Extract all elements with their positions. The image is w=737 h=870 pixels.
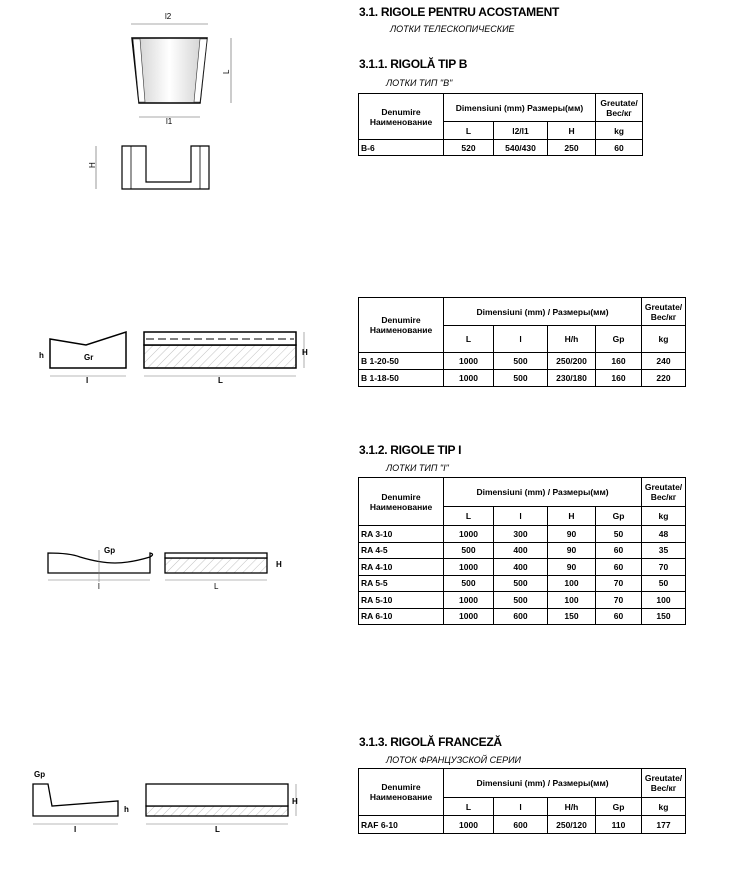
- header-weight: Greutate/Вес/кг: [641, 477, 687, 507]
- svg-text:Gr: Gr: [84, 353, 93, 362]
- table4-subtitle: ЛОТОК ФРАНЦУЗСКОЙ СЕРИИ: [386, 755, 521, 765]
- svg-text:l: l: [74, 825, 76, 834]
- svg-text:H: H: [88, 162, 97, 168]
- svg-text:l: l: [98, 582, 100, 591]
- header-dimensions: Dimensiuni (mm) Размеры(мм): [442, 93, 597, 122]
- svg-text:L: L: [218, 376, 223, 385]
- svg-text:Gp: Gp: [34, 770, 45, 779]
- header-dimensions: Dimensiuni (mm) / Размеры(мм): [442, 477, 643, 507]
- svg-text:h: h: [39, 351, 44, 360]
- svg-text:H: H: [292, 797, 298, 806]
- table1-title: 3.1.1. RIGOLĂ TIP B: [359, 57, 468, 71]
- svg-text:l1: l1: [166, 117, 173, 126]
- col-L: L: [443, 121, 494, 140]
- section-subtitle: ЛОТКИ ТЕЛЕСКОПИЧЕСКИЕ: [390, 24, 515, 34]
- header-weight: Greutate/Вес/кг: [595, 93, 644, 122]
- table4-title: 3.1.3. RIGOLĂ FRANCEZĂ: [359, 735, 502, 749]
- table3-title: 3.1.2. RIGOLE TIP I: [359, 443, 462, 457]
- col-l2-l1: l2/l1: [493, 121, 548, 140]
- col-kg: kg: [595, 121, 644, 140]
- franceza-section-drawing: Gp h l L H: [32, 770, 298, 834]
- svg-text:L: L: [222, 69, 231, 74]
- header-dimensions: Dimensiuni (mm) / Размеры(мм): [442, 297, 643, 326]
- header-dimensions: Dimensiuni (mm) / Размеры(мм): [442, 768, 643, 798]
- col-H: H: [546, 121, 597, 140]
- tip-b-plan-drawing: l2 l1 L H: [88, 12, 232, 190]
- svg-text:H: H: [302, 348, 308, 357]
- section-title: 3.1. RIGOLE PENTRU ACOSTAMENT: [359, 5, 559, 19]
- svg-text:l: l: [86, 376, 88, 385]
- svg-text:l2: l2: [165, 12, 172, 21]
- tip-i-section-drawing: Gp l L H: [47, 546, 282, 591]
- svg-text:h: h: [124, 805, 129, 814]
- svg-text:H: H: [276, 560, 282, 569]
- table3-subtitle: ЛОТКИ ТИП "I": [386, 463, 449, 473]
- header-weight: Greutate/Вес/кг: [641, 297, 687, 326]
- header-weight: Greutate/Вес/кг: [641, 768, 687, 798]
- svg-text:L: L: [214, 582, 219, 591]
- svg-text:L: L: [215, 825, 220, 834]
- svg-text:Gp: Gp: [104, 546, 115, 555]
- table1-subtitle: ЛОТКИ ТИП "В": [386, 78, 453, 88]
- b-series-section-drawing: Gr h l L H: [39, 330, 308, 385]
